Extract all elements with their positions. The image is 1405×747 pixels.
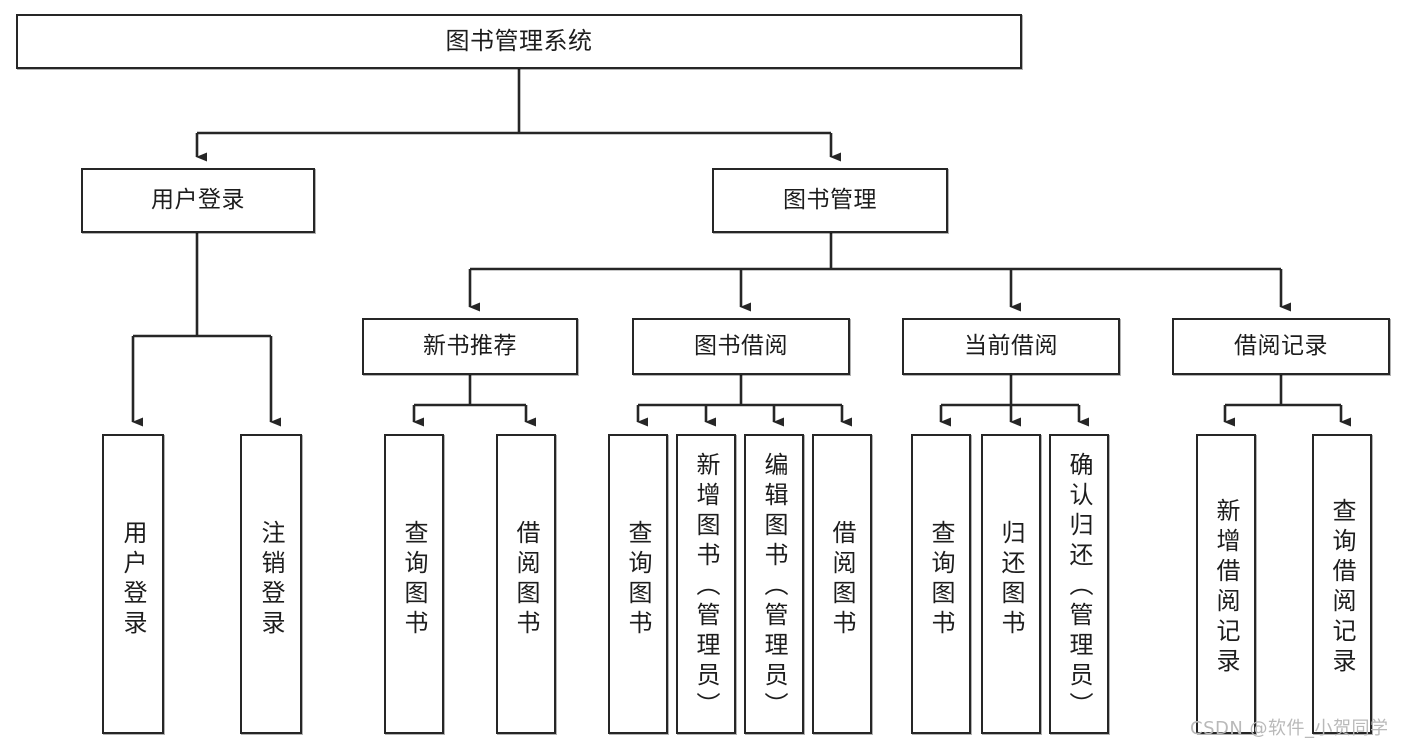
node-new-book-recommend[interactable]: 新书推荐 [362, 318, 578, 375]
node-label: 借阅记录 [1234, 332, 1328, 359]
node-leaf-add-record[interactable]: 新增借阅记录 [1196, 434, 1256, 734]
node-label: 借阅图书 [828, 520, 856, 640]
node-book-borrow[interactable]: 图书借阅 [632, 318, 850, 375]
node-label: 图书管理 [783, 186, 877, 213]
node-label: 查询借阅记录 [1328, 498, 1356, 678]
node-label: 用户登录 [151, 186, 245, 213]
node-leaf-return-book[interactable]: 归还图书 [981, 434, 1041, 734]
node-leaf-borrow-book-2[interactable]: 借阅图书 [812, 434, 872, 734]
node-leaf-query-book-3[interactable]: 查询图书 [911, 434, 971, 734]
node-label: 注销登录 [257, 520, 285, 640]
node-label: 查询图书 [624, 520, 652, 640]
node-label: 图书借阅 [694, 332, 788, 359]
node-label: 新增图书（管理员） [692, 452, 720, 722]
node-leaf-user-login[interactable]: 用户登录 [102, 434, 164, 734]
node-book-management[interactable]: 图书管理 [712, 168, 948, 233]
node-label: 用户登录 [119, 520, 147, 640]
node-label: 图书管理系统 [445, 27, 593, 56]
node-label: 编辑图书（管理员） [760, 452, 788, 722]
node-root-system[interactable]: 图书管理系统 [16, 14, 1022, 69]
node-current-borrow[interactable]: 当前借阅 [902, 318, 1120, 375]
node-label: 确认归还（管理员） [1065, 452, 1093, 722]
node-user-login[interactable]: 用户登录 [81, 168, 315, 233]
node-leaf-query-record[interactable]: 查询借阅记录 [1312, 434, 1372, 734]
node-label: 查询图书 [927, 520, 955, 640]
node-leaf-logout-login[interactable]: 注销登录 [240, 434, 302, 734]
node-leaf-query-book-2[interactable]: 查询图书 [608, 434, 668, 734]
node-label: 归还图书 [997, 520, 1025, 640]
node-leaf-borrow-book-1[interactable]: 借阅图书 [496, 434, 556, 734]
node-label: 当前借阅 [964, 332, 1058, 359]
node-leaf-add-book[interactable]: 新增图书（管理员） [676, 434, 736, 734]
node-label: 新增借阅记录 [1212, 498, 1240, 678]
node-leaf-query-book-1[interactable]: 查询图书 [384, 434, 444, 734]
node-label: 新书推荐 [423, 332, 517, 359]
node-borrow-record[interactable]: 借阅记录 [1172, 318, 1390, 375]
node-label: 借阅图书 [512, 520, 540, 640]
csdn-watermark: CSDN @软件_小贺同学 [1190, 718, 1389, 739]
node-leaf-edit-book[interactable]: 编辑图书（管理员） [744, 434, 804, 734]
node-leaf-confirm-return[interactable]: 确认归还（管理员） [1049, 434, 1109, 734]
node-label: 查询图书 [400, 520, 428, 640]
